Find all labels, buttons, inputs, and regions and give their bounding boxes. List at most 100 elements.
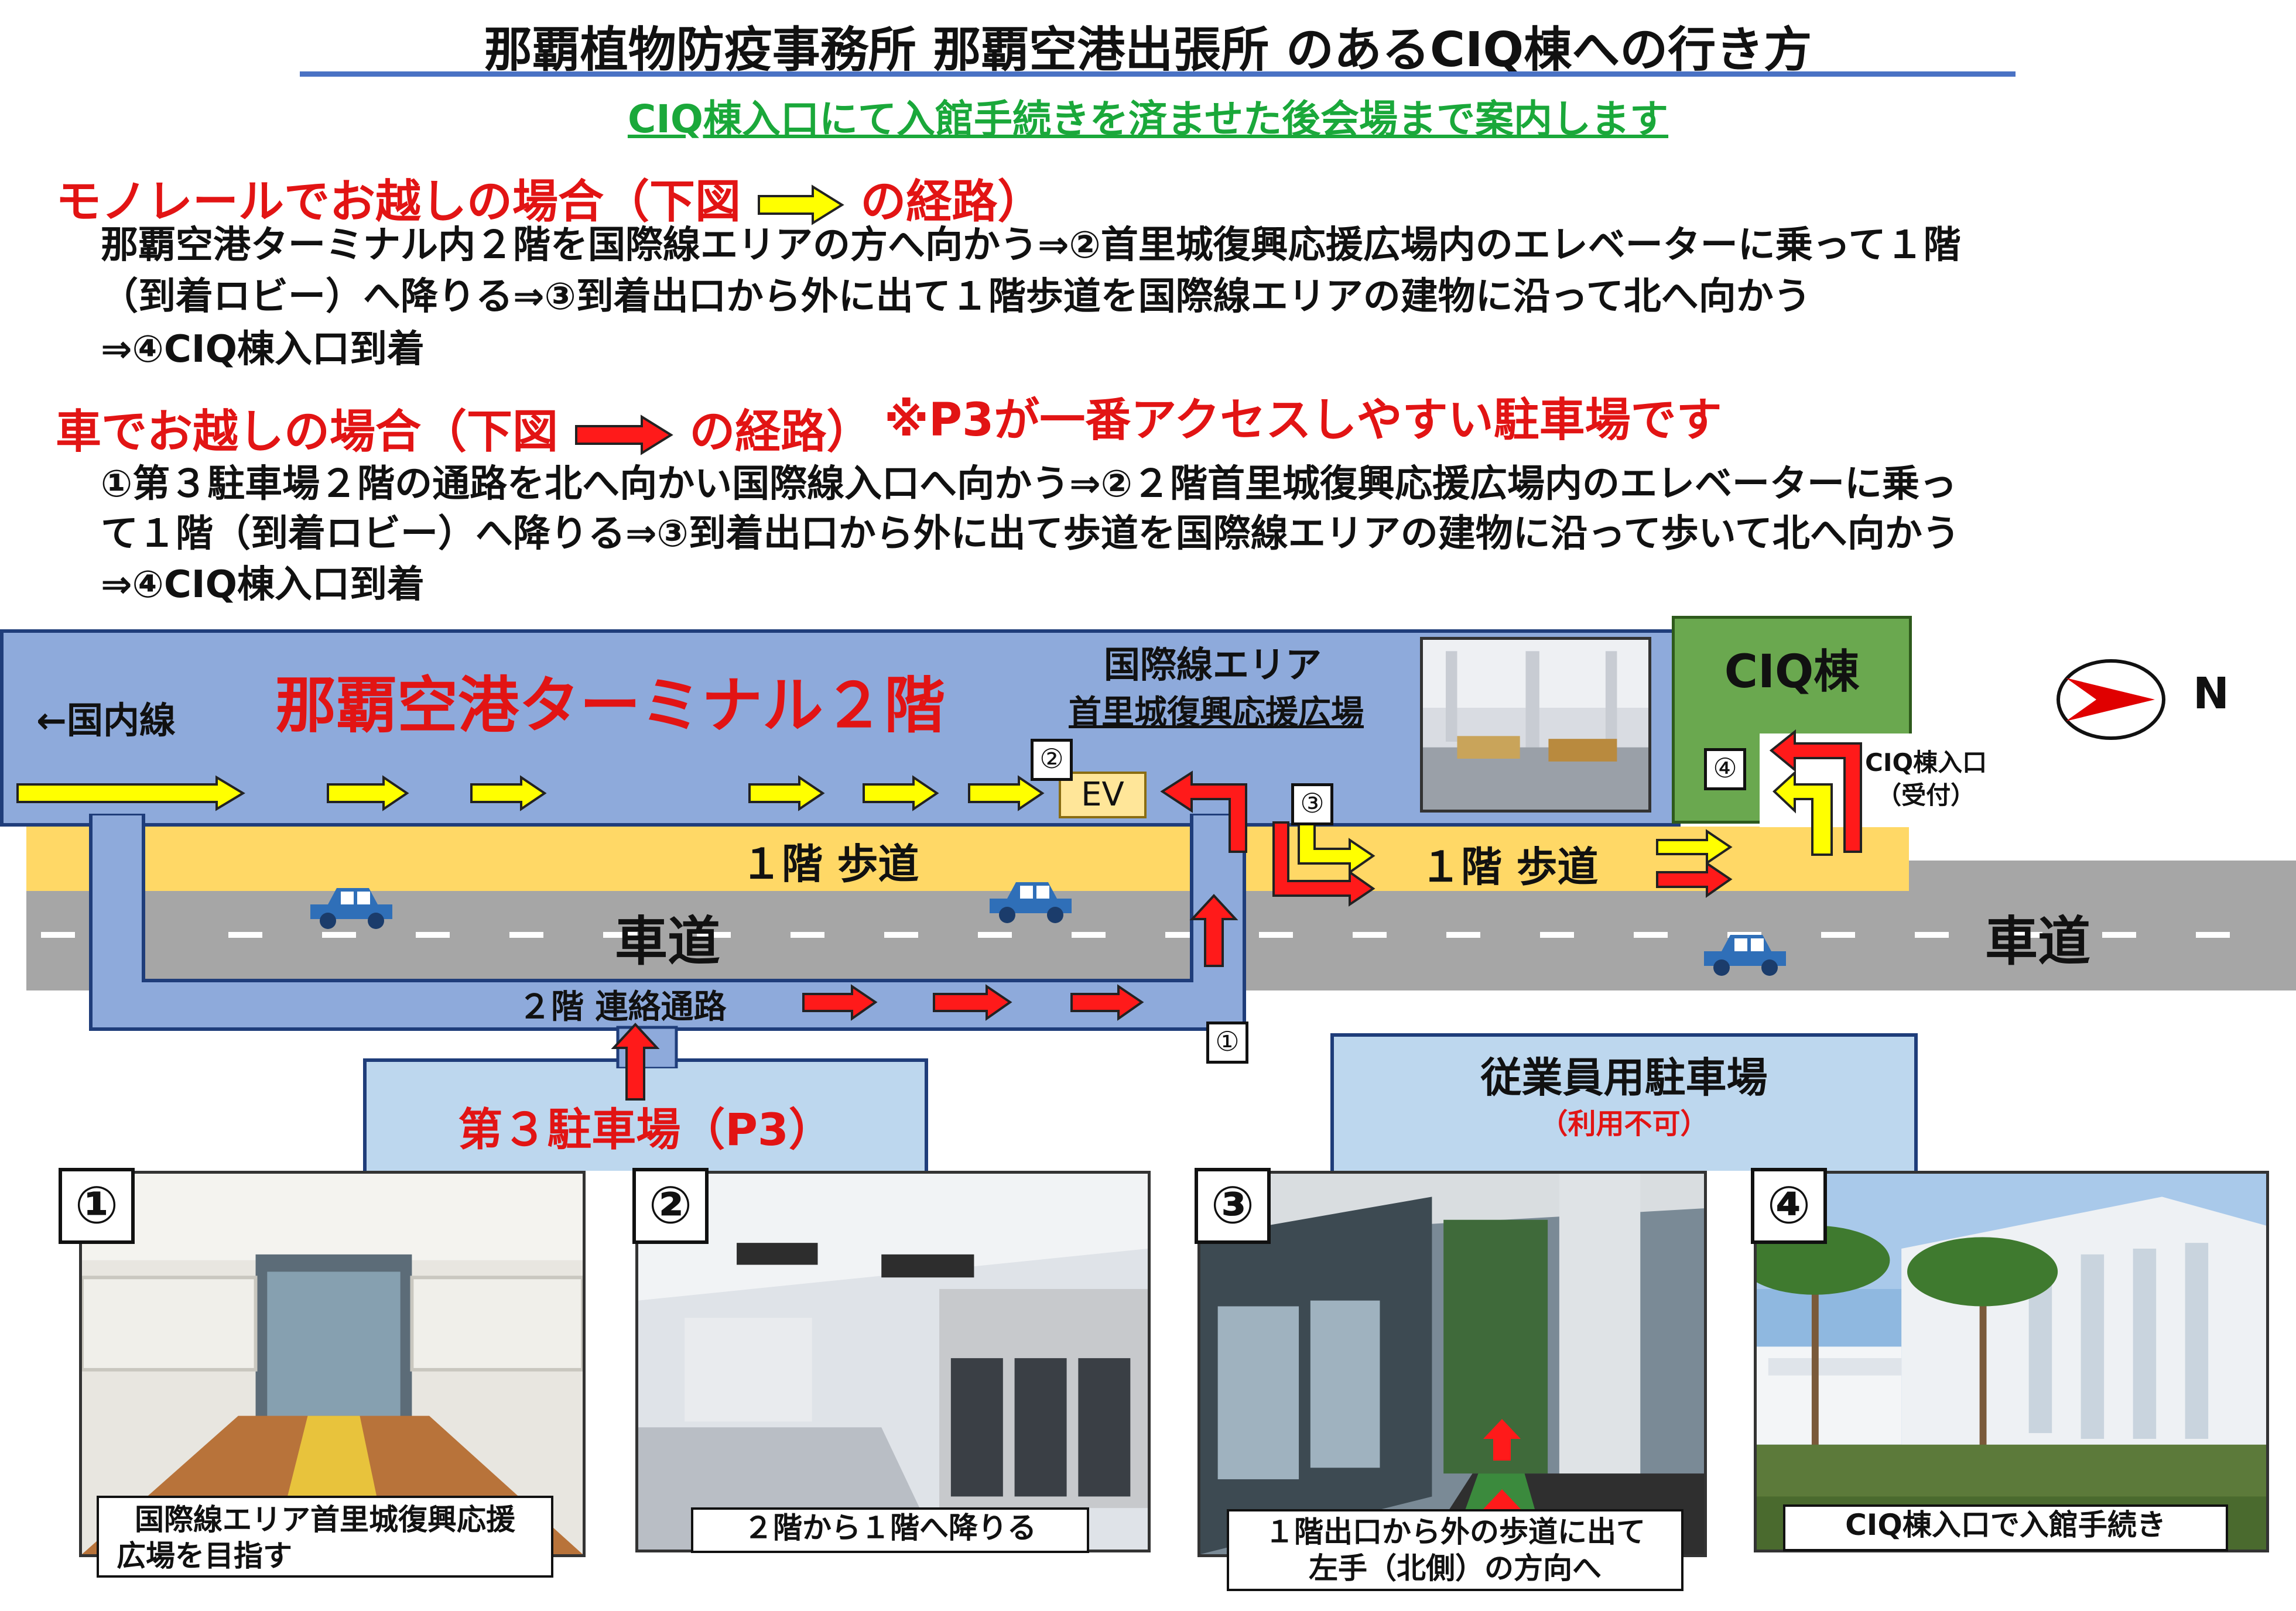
staff-parking-note: （利用不可） [1539, 1108, 1709, 1140]
photo-1-caption-line-2: 広場を目指す [117, 1539, 292, 1573]
photo-1-caption: 国際線エリア首里城復興応援 広場を目指す [97, 1496, 553, 1578]
plaza-label: 首里城復興応援広場 [1069, 694, 1364, 732]
intl-area-label: 国際線エリア [1104, 643, 1322, 686]
ciq-entrance-label: CIQ棟入口 （受付） [1865, 746, 1987, 812]
monorail-line-3: ⇒④CIQ棟入口到着 [101, 328, 425, 371]
photo-3-badge: ③ [1195, 1168, 1271, 1244]
car-icon [1704, 935, 1786, 976]
lane-dash [1446, 932, 1480, 938]
lane-dash [228, 932, 262, 938]
monorail-line-1: 那覇空港ターミナル内２階を国際線エリアの方へ向かう⇒②首里城復興応援広場内のエレ… [101, 224, 1961, 267]
photo-2-badge: ② [632, 1168, 709, 1244]
car-note: ※P3が一番アクセスしやすい駐車場です [884, 394, 1722, 447]
yellow-route-arrow [1773, 770, 1833, 856]
photo-4-caption-line-1: CIQ棟入口で入館手続き [1845, 1508, 2166, 1542]
road-label-left: 車道 [615, 911, 720, 972]
lane-dash [978, 932, 1012, 938]
photo-1-badge: ① [59, 1168, 135, 1244]
lane-dash [1259, 932, 1293, 938]
car-line-1: ①第３駐車場２階の通路を北へ向かい国際線入口へ向かう⇒②２階首里城復興応援広場内… [101, 462, 1957, 506]
staff-parking [1330, 1033, 1918, 1171]
page-subtitle: CIQ棟入口にて入館手続きを済ませた後会場まで案内します [627, 97, 1669, 142]
sidewalk-label-right: １階 歩道 [1420, 843, 1599, 891]
terminal-title: 那覇空港ターミナル２階 [275, 670, 946, 741]
lane-dash [1634, 932, 1668, 938]
yellow-arrow-icon [758, 184, 844, 225]
ciq-label: CIQ棟 [1724, 646, 1860, 698]
photo-4 [1754, 1171, 2269, 1552]
lane-dash [1915, 932, 1949, 938]
monorail-heading-post: の経路） [860, 176, 1043, 228]
ciq-reception-text: （受付） [1877, 781, 1976, 810]
terminal-2f [0, 629, 1681, 827]
lane-dash [884, 932, 918, 938]
car-heading-pre: 車でお越しの場合（下図 [56, 406, 559, 458]
road-label-right: 車道 [1985, 911, 2090, 972]
yellow-route-arrow [16, 775, 245, 811]
plaza-photo [1420, 637, 1651, 813]
lane-dash [1821, 932, 1855, 938]
car-icon [310, 888, 392, 929]
north-indicator [2057, 659, 2165, 740]
lane-dash [2196, 932, 2230, 938]
yellow-route-arrow [863, 775, 939, 811]
p3-parking [363, 1058, 928, 1171]
photo-2 [635, 1171, 1151, 1552]
monorail-heading: モノレールでお越しの場合（下図 の経路） [56, 165, 1043, 231]
red-route-arrow [1769, 729, 1862, 853]
north-label: N [2193, 669, 2229, 719]
sidewalk-label-left: １階 歩道 [741, 840, 919, 888]
lane-dash [603, 932, 637, 938]
page-title: 那覇植物防疫事務所 那覇空港出張所 のあるCIQ棟への行き方 [484, 22, 1812, 78]
red-route-arrow [802, 984, 878, 1021]
red-route-arrow [1272, 821, 1375, 907]
ciq-entrance-text: CIQ棟入口 [1865, 748, 1987, 777]
photo-3-caption: １階出口から外の歩道に出て 左手（北側）の方向へ [1227, 1509, 1683, 1591]
yellow-route-arrow [1298, 821, 1375, 875]
car-heading-post: の経路） [689, 406, 872, 458]
marker-1: ① [1206, 1022, 1248, 1064]
lane-dash [2102, 932, 2136, 938]
red-route-arrow [933, 984, 1012, 1021]
car-line-3: ⇒④CIQ棟入口到着 [101, 563, 425, 606]
yellow-route-arrow [1656, 829, 1733, 865]
car-heading: 車でお越しの場合（下図 の経路） [56, 395, 872, 461]
yellow-route-arrow [968, 775, 1045, 811]
marker-2: ② [1031, 739, 1073, 781]
photo-2-caption: ２階から１階へ降りる [691, 1507, 1089, 1553]
red-route-arrow [1656, 861, 1733, 898]
corridor-label: ２階 連絡通路 [518, 988, 727, 1026]
red-route-arrow [1160, 770, 1247, 853]
monorail-line-2: （到着ロビー）へ降りる⇒③到着出口から外に出て１階歩道を国際線エリアの建物に沿っ… [101, 275, 1811, 318]
monorail-heading-pre: モノレールでお越しの場合（下図 [56, 176, 741, 228]
sidewalk [26, 827, 1909, 891]
red-arrow-icon [575, 414, 673, 455]
p3-label: 第３駐車場（P3） [458, 1103, 833, 1156]
photo-2-caption-line-1: ２階から１階へ降りる [744, 1511, 1036, 1545]
car-line-2: て１階（到着ロビー）へ降りる⇒③到着出口から外に出て歩道を国際線エリアの建物に沿… [101, 512, 1960, 556]
lane-dash [41, 932, 75, 938]
elevator: EV [1059, 772, 1147, 818]
lane-dash [2008, 932, 2042, 938]
photo-1-caption-line-1: 国際線エリア首里城復興応援 [135, 1503, 515, 1537]
photo-4-caption: CIQ棟入口で入館手続き [1783, 1504, 2228, 1551]
title-underline [300, 71, 2016, 77]
lane-dash [697, 932, 731, 938]
photo-3-caption-line-2: 左手（北側）の方向へ [1309, 1551, 1602, 1585]
car-icon [990, 882, 1072, 923]
lane-dash [1072, 932, 1106, 938]
yellow-route-arrow [470, 775, 547, 811]
red-route-arrow [1070, 984, 1144, 1021]
lane-dash [1353, 932, 1387, 938]
lane-dash [1165, 932, 1199, 938]
lane-dash [322, 932, 356, 938]
staff-parking-label: 従業員用駐車場 [1480, 1054, 1768, 1102]
domestic-label: ←国内線 [36, 699, 176, 742]
photo-4-badge: ④ [1751, 1168, 1827, 1244]
marker-4: ④ [1704, 748, 1746, 790]
red-route-arrow [611, 1023, 660, 1101]
yellow-route-arrow [327, 775, 409, 811]
yellow-route-arrow [748, 775, 825, 811]
marker-3: ③ [1291, 783, 1333, 825]
